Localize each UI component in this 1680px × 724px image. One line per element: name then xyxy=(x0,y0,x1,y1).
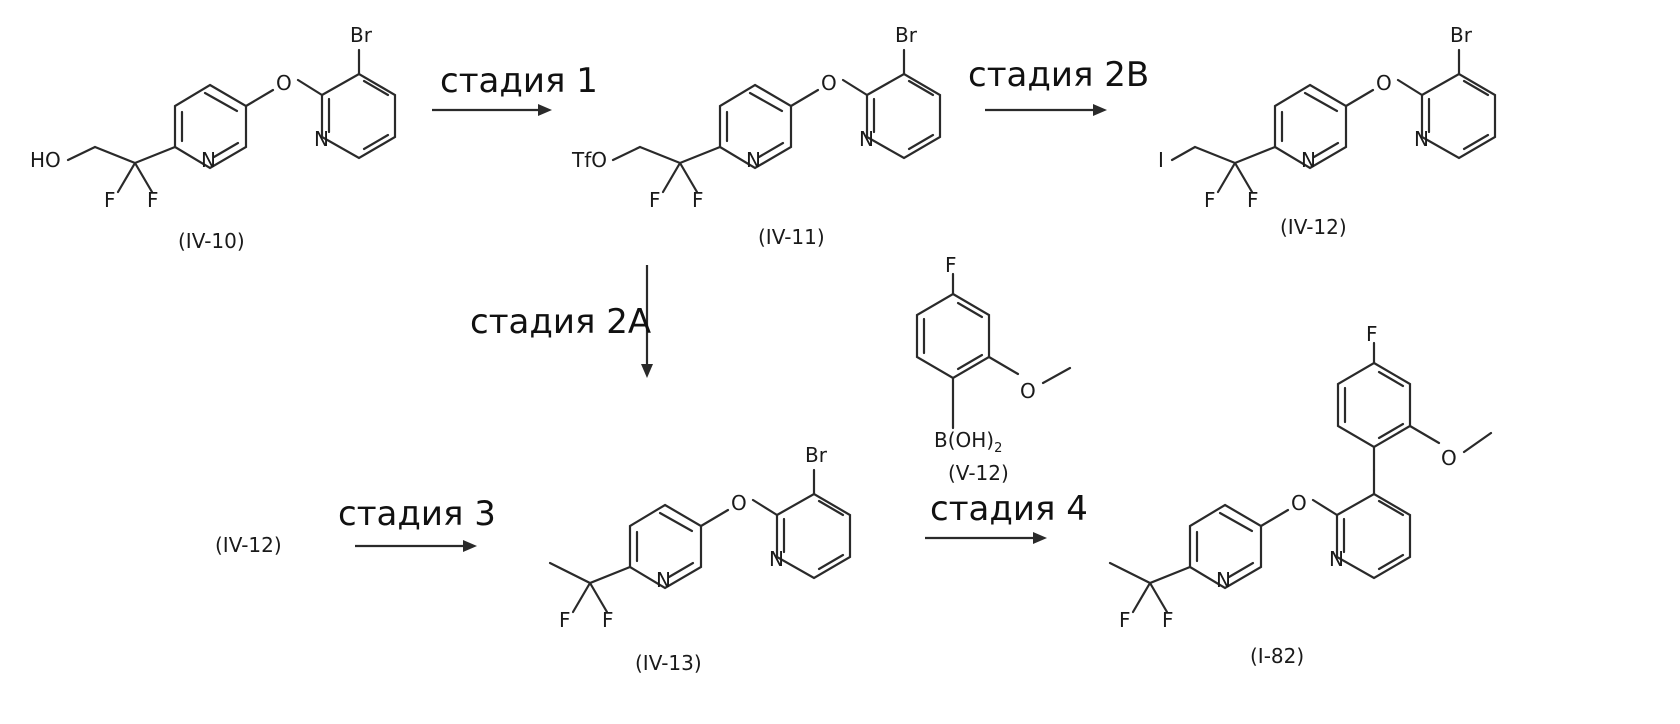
label-iv-10: (IV-10) xyxy=(178,229,245,253)
arrow-stage-3: стадия 3 xyxy=(338,494,496,552)
atom-f: F xyxy=(147,188,159,212)
label-v-12: (V-12) xyxy=(948,461,1009,485)
atom-f: F xyxy=(1247,188,1259,212)
atom-br: Br xyxy=(805,443,828,467)
label-iv-13: (IV-13) xyxy=(635,651,702,675)
arrow-stage-1: стадия 1 xyxy=(432,61,598,116)
atom-f: F xyxy=(602,608,614,632)
atom-n: N xyxy=(1414,127,1429,151)
atom-f: F xyxy=(559,608,571,632)
atom-o: O xyxy=(1020,379,1036,403)
compound-iv-10: Br O N N HO F F (IV-10) xyxy=(30,23,395,253)
atom-f: F xyxy=(692,188,704,212)
atom-n: N xyxy=(859,127,874,151)
atom-n: N xyxy=(656,568,671,592)
stage-4-label: стадия 4 xyxy=(930,489,1088,529)
stage-2a-label: стадия 2A xyxy=(470,302,651,342)
atom-br: Br xyxy=(895,23,918,47)
stage-2b-label: стадия 2B xyxy=(968,55,1149,95)
atom-o: O xyxy=(1376,71,1392,95)
atom-br: Br xyxy=(1450,23,1473,47)
atom-f: F xyxy=(945,253,957,277)
atom-o: O xyxy=(1291,491,1307,515)
atom-f: F xyxy=(1366,322,1378,346)
compound-i-82: F O O N N F F (I-82) xyxy=(1110,322,1491,668)
stage-3-label: стадия 3 xyxy=(338,494,496,534)
arrow-stage-4: стадия 4 xyxy=(925,489,1088,544)
compound-v-12: F O B(OH)2 (V-12) xyxy=(917,253,1070,485)
compound-iv-13: Br O N N F F (IV-13) xyxy=(550,443,850,675)
atom-n: N xyxy=(201,148,216,172)
atom-o: O xyxy=(731,491,747,515)
compound-iv-11: Br O N N TfO F F (IV-11) xyxy=(571,23,940,249)
atom-n: N xyxy=(769,547,784,571)
atom-f: F xyxy=(104,188,116,212)
atom-o: O xyxy=(1441,446,1457,470)
label-i-82: (I-82) xyxy=(1250,644,1304,668)
atom-n: N xyxy=(746,148,761,172)
atom-f: F xyxy=(649,188,661,212)
atom-boh2: B(OH)2 xyxy=(934,428,1002,456)
atom-n: N xyxy=(1329,547,1344,571)
atom-n: N xyxy=(314,127,329,151)
label-iv-12-reagent: (IV-12) xyxy=(215,533,282,557)
atom-o: O xyxy=(821,71,837,95)
atom-n: N xyxy=(1216,568,1231,592)
label-iv-11: (IV-11) xyxy=(758,225,825,249)
atom-o: O xyxy=(276,71,292,95)
atom-n: N xyxy=(1301,148,1316,172)
atom-f: F xyxy=(1162,608,1174,632)
atom-ho: HO xyxy=(30,148,61,172)
atom-tfo: TfO xyxy=(571,148,607,172)
atom-i: I xyxy=(1158,148,1164,172)
atom-br: Br xyxy=(350,23,373,47)
stage-1-label: стадия 1 xyxy=(440,61,598,101)
atom-f: F xyxy=(1119,608,1131,632)
compound-iv-12: Br O N N I F F (IV-12) xyxy=(1158,23,1495,239)
label-iv-12: (IV-12) xyxy=(1280,215,1347,239)
arrow-stage-2a: стадия 2A xyxy=(470,265,653,378)
atom-f: F xyxy=(1204,188,1216,212)
arrow-stage-2b: стадия 2B xyxy=(968,55,1149,116)
